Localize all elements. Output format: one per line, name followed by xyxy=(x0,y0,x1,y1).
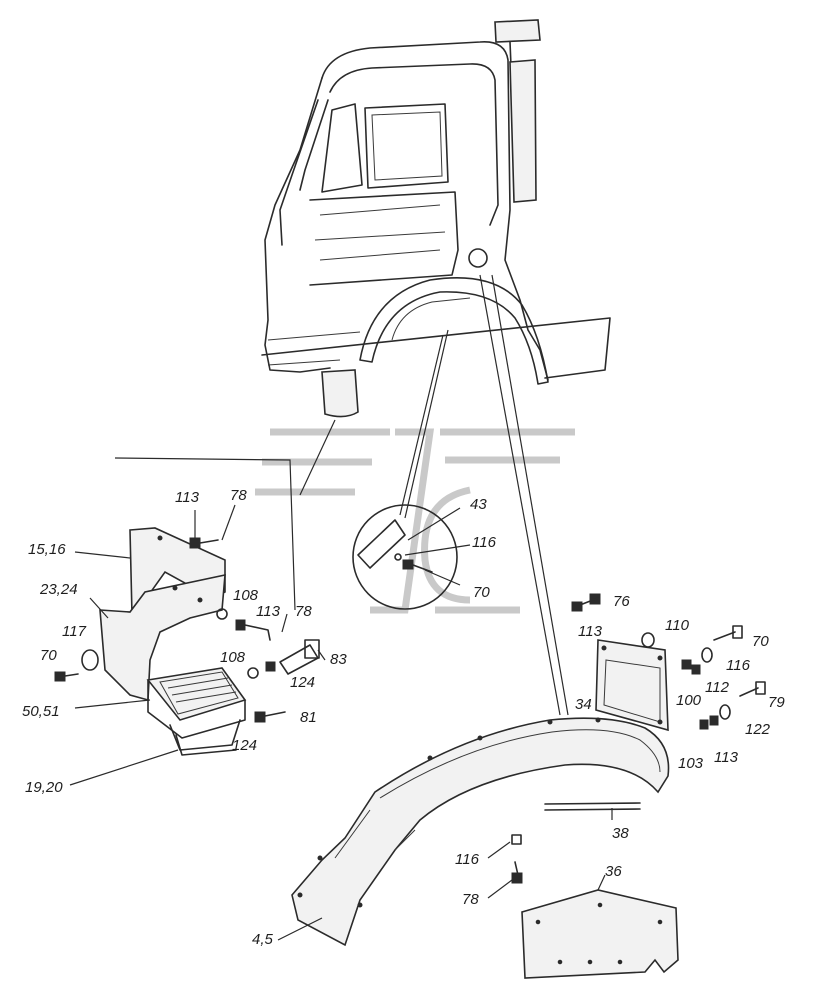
label-81: 81 xyxy=(300,709,317,726)
detail-circle xyxy=(352,504,471,610)
label-117: 117 xyxy=(62,623,86,640)
label-112: 112 xyxy=(705,679,729,696)
label-79: 79 xyxy=(768,694,785,711)
label-108: 108 xyxy=(233,587,259,604)
mudguard xyxy=(291,717,670,947)
label-78: 78 xyxy=(462,891,479,908)
label-110: 110 xyxy=(665,617,689,634)
label-124: 124 xyxy=(290,674,316,691)
label-23-24: 23,24 xyxy=(40,581,78,598)
mounting-plate xyxy=(571,593,766,732)
label-4-5: 4,5 xyxy=(252,931,273,948)
label-100: 100 xyxy=(676,692,702,709)
label-103: 103 xyxy=(678,755,704,772)
label-50-51: 50,51 xyxy=(22,703,60,720)
label-122: 122 xyxy=(745,721,771,738)
label-70: 70 xyxy=(752,633,769,650)
label-78: 78 xyxy=(230,487,247,504)
label-76: 76 xyxy=(613,593,630,610)
label-36: 36 xyxy=(605,863,622,880)
label-78: 78 xyxy=(295,603,312,620)
label-124: 124 xyxy=(232,737,258,754)
label-70: 70 xyxy=(40,647,57,664)
label-113: 113 xyxy=(714,749,738,766)
step-bracket xyxy=(54,527,320,723)
label-116: 116 xyxy=(726,657,750,674)
label-leaders xyxy=(69,504,513,941)
watermark-logo xyxy=(255,428,575,614)
label-116: 116 xyxy=(455,851,479,868)
label-113: 113 xyxy=(175,489,199,506)
label-70: 70 xyxy=(473,584,490,601)
label-43: 43 xyxy=(470,496,487,513)
label-15-16: 15,16 xyxy=(28,541,66,558)
mud-flap xyxy=(521,874,679,979)
label-34: 34 xyxy=(575,696,592,713)
label-113: 113 xyxy=(256,603,280,620)
label-19-20: 19,20 xyxy=(25,779,63,796)
step-tray xyxy=(146,667,247,756)
label-116: 116 xyxy=(472,534,496,551)
label-113: 113 xyxy=(578,623,602,640)
truck-cab xyxy=(261,19,611,418)
label-83: 83 xyxy=(330,651,347,668)
label-108: 108 xyxy=(220,649,246,666)
label-38: 38 xyxy=(612,825,629,842)
leader-lines xyxy=(114,274,569,716)
